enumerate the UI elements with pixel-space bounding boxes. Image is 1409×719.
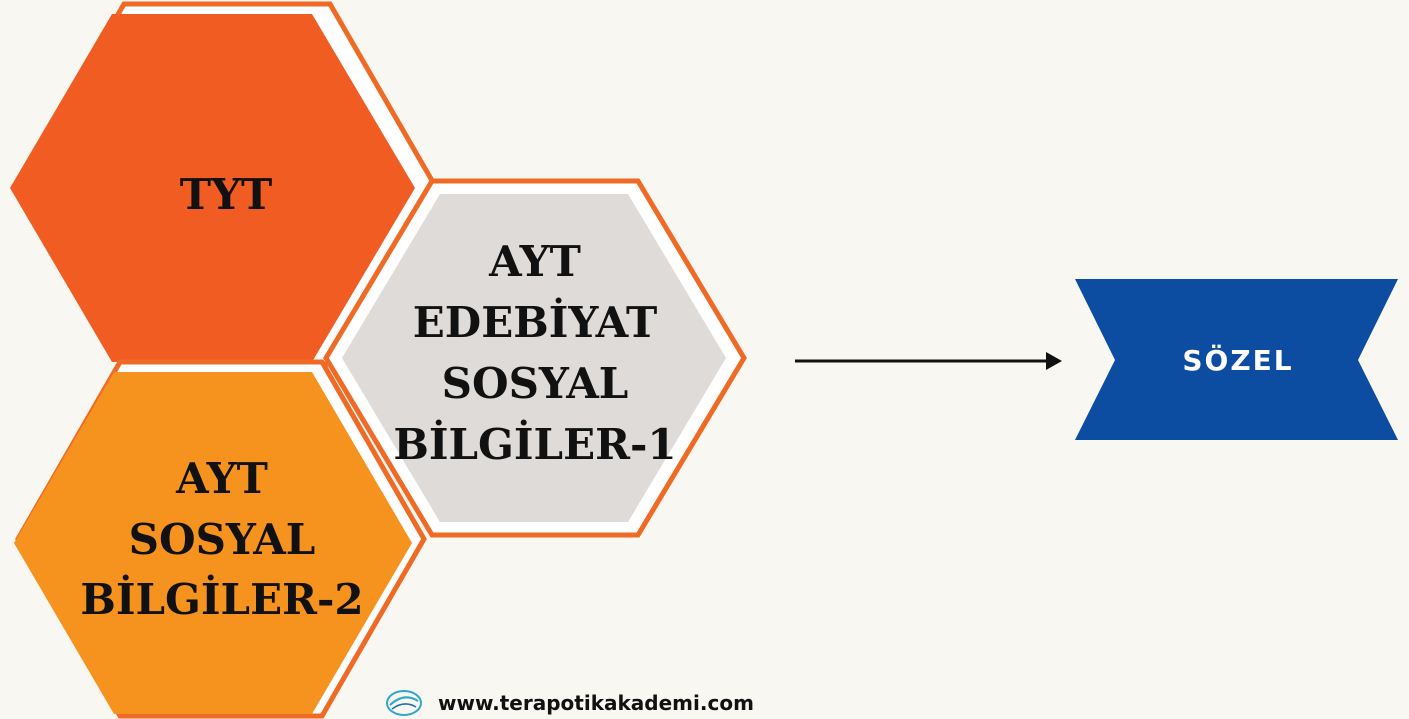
hexagon-ayt2-line-3: BİLGİLER-2 bbox=[80, 575, 364, 625]
footer: www.terapotikakademi.com bbox=[384, 688, 754, 718]
arrow-head bbox=[1046, 352, 1062, 370]
hexagon-tyt bbox=[10, 1, 437, 367]
hexagon-ayt1-label: AYT EDEBİYAT SOSYAL BİLGİLER-1 bbox=[382, 224, 688, 484]
hexagon-tyt-label: TYT bbox=[126, 160, 326, 230]
hexagon-ayt2-line-2: SOSYAL bbox=[128, 514, 316, 564]
hexagon-ayt1-line-2: EDEBİYAT bbox=[412, 298, 658, 348]
hexagon-ayt1-fill bbox=[342, 194, 726, 522]
hexagon-ayt1-line-1: AYT bbox=[489, 237, 581, 287]
hexagon-ayt1 bbox=[323, 178, 747, 538]
hexagon-ayt1-line-3: SOSYAL bbox=[441, 359, 629, 408]
footer-website-link[interactable]: www.terapotikakademi.com bbox=[438, 691, 754, 715]
sozel-ribbon bbox=[1075, 279, 1398, 440]
terapotik-logo-icon bbox=[386, 690, 422, 716]
hexagon-tyt-fill bbox=[10, 14, 415, 362]
hexagon-ayt1-line-4: BİLGİLER-1 bbox=[393, 419, 677, 469]
hexagon-ayt2-label: AYT SOSYAL BİLGİLER-2 bbox=[64, 440, 380, 640]
hexagon-ayt2 bbox=[14, 359, 427, 719]
sozel-ribbon-label: SÖZEL bbox=[1182, 343, 1294, 377]
hexagon-tyt-line-1: TYT bbox=[179, 169, 273, 219]
hexagon-ayt2-fill bbox=[14, 372, 412, 714]
arrow-connector bbox=[795, 352, 1062, 370]
hexagon-ayt2-line-1: AYT bbox=[176, 453, 268, 503]
